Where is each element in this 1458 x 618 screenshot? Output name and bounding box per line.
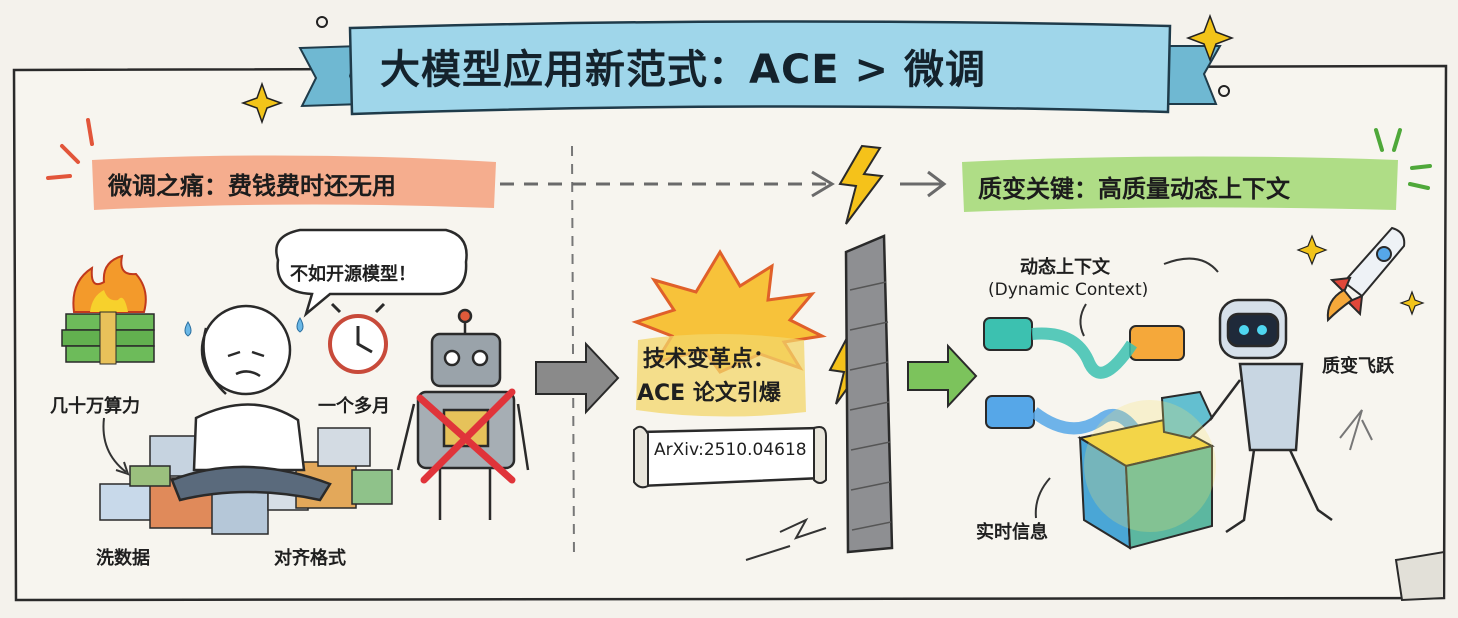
- label-time: 一个多月: [318, 396, 390, 417]
- flow-arrow-right: [900, 170, 947, 198]
- pain-header: 微调之痛：费钱费时还无用: [108, 172, 396, 200]
- center-title-box: [636, 334, 806, 417]
- brick-wall: [844, 234, 894, 554]
- puzzle-cube: [1077, 390, 1215, 550]
- title-banner: [298, 20, 1222, 116]
- label-leap: 质变飞跃: [1322, 356, 1394, 377]
- sparkle-icon: [1296, 234, 1328, 266]
- sweat-drops: [184, 317, 304, 337]
- curved-arrow: [1079, 303, 1087, 337]
- page-curl: [1394, 550, 1445, 602]
- curved-arrow: [1163, 257, 1219, 273]
- sparkle-icon: [1399, 290, 1425, 316]
- arxiv-id: ArXiv:2510.04618: [654, 440, 807, 460]
- page-title: 大模型应用新范式：ACE > 微调: [380, 47, 987, 93]
- turning-point-line1: 技术变革点：: [642, 347, 775, 372]
- label-compute: 几十万算力: [50, 396, 140, 417]
- label-realtime: 实时信息: [976, 522, 1048, 543]
- turning-point-line2: ACE 论文引爆: [637, 381, 781, 406]
- clock-icon: [328, 302, 388, 374]
- sparkle-icons: [240, 13, 1235, 125]
- emphasis-marks: [1374, 128, 1432, 190]
- obsolete-robot: [396, 308, 530, 520]
- burning-money-icon: [61, 254, 155, 365]
- attention-marks: [46, 118, 94, 180]
- glow: [1084, 400, 1216, 532]
- crack-marks: [745, 517, 827, 561]
- curved-arrow: [1034, 477, 1051, 519]
- cross-mark: [416, 388, 516, 484]
- futuristic-robot: [1209, 298, 1333, 534]
- stressed-person: [170, 304, 332, 502]
- turning-point-title: 技术变革点： ACE 论文引爆: [637, 343, 781, 411]
- context-label: 动态上下文: [1020, 257, 1110, 278]
- gray-arrow: [535, 341, 620, 415]
- key-header: 质变关键：高质量动态上下文: [978, 175, 1290, 203]
- lightning-bolt-icon: [838, 144, 884, 225]
- speech-text: 不如开源模型！: [290, 264, 416, 285]
- right-header-highlight: [962, 156, 1398, 212]
- label-align-format: 对齐格式: [274, 548, 346, 569]
- left-header-highlight: [92, 155, 496, 210]
- speed-lines: [1339, 409, 1373, 451]
- dynamic-context-flow: [983, 317, 1185, 442]
- curved-arrow: [102, 417, 127, 473]
- green-arrow: [907, 343, 978, 409]
- rocket-icon: [1326, 226, 1406, 323]
- section-divider: [571, 145, 575, 561]
- context-label-en: (Dynamic Context): [988, 280, 1149, 300]
- label-clean-data: 洗数据: [96, 548, 150, 569]
- speech-bubble: [275, 228, 468, 318]
